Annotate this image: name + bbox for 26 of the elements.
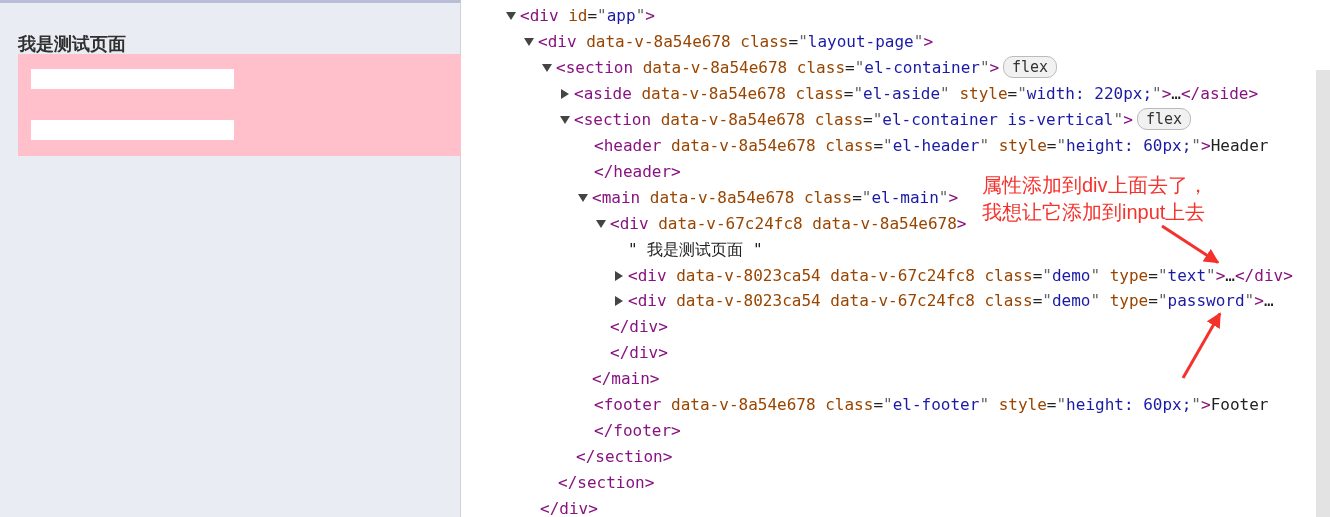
annotation-text: 属性添加到div上面去了，我想让它添加到input上去 (982, 172, 1222, 226)
code-line: </main> (592, 368, 660, 391)
flex-badge: flex (1003, 55, 1058, 78)
code-line: <section data-v-8a54e678 class="el-container"> (556, 56, 1000, 79)
code-line: </section> (558, 472, 655, 495)
code-line: </div> (610, 316, 668, 339)
code-line: </footer> (594, 420, 681, 443)
code-line: " 我是测试页面 " (628, 238, 763, 261)
arrow (1181, 312, 1222, 379)
code-line: </div> (540, 498, 598, 517)
code-line: <section data-v-8a54e678 class="el-container is-vertical"> (574, 108, 1133, 131)
arrow (1161, 224, 1220, 264)
page-heading: 我是测试页面 (18, 33, 126, 56)
code-line: <div data-v-8023ca54 data-v-67c24fc8 class="demo" type="text">…</div> (628, 262, 1293, 288)
code-line: <aside data-v-8a54e678 class="el-aside" style="width: 220px;">…</aside> (574, 82, 1259, 105)
code-line: <div id="app"> (520, 5, 655, 27)
code-line: </header> (594, 160, 681, 183)
code-line: </div> (610, 342, 668, 365)
code-line: <div data-v-67c24fc8 data-v-8a54e678> (610, 212, 967, 235)
flex-badge: flex (1137, 107, 1192, 130)
code-line: <div data-v-8a54e678 class="layout-page"> (538, 30, 933, 53)
code-line: </section> (576, 446, 673, 469)
code-line: <main data-v-8a54e678 class="el-main"> (592, 186, 959, 209)
code-line: <footer data-v-8a54e678 class="el-footer" style="height: 60px;">Footer (594, 394, 1269, 417)
code-line: <div data-v-8023ca54 data-v-67c24fc8 class="demo" type="password">… (628, 288, 1274, 314)
code-line: <header data-v-8a54e678 class="el-header" style="height: 60px;">Header (594, 134, 1269, 157)
